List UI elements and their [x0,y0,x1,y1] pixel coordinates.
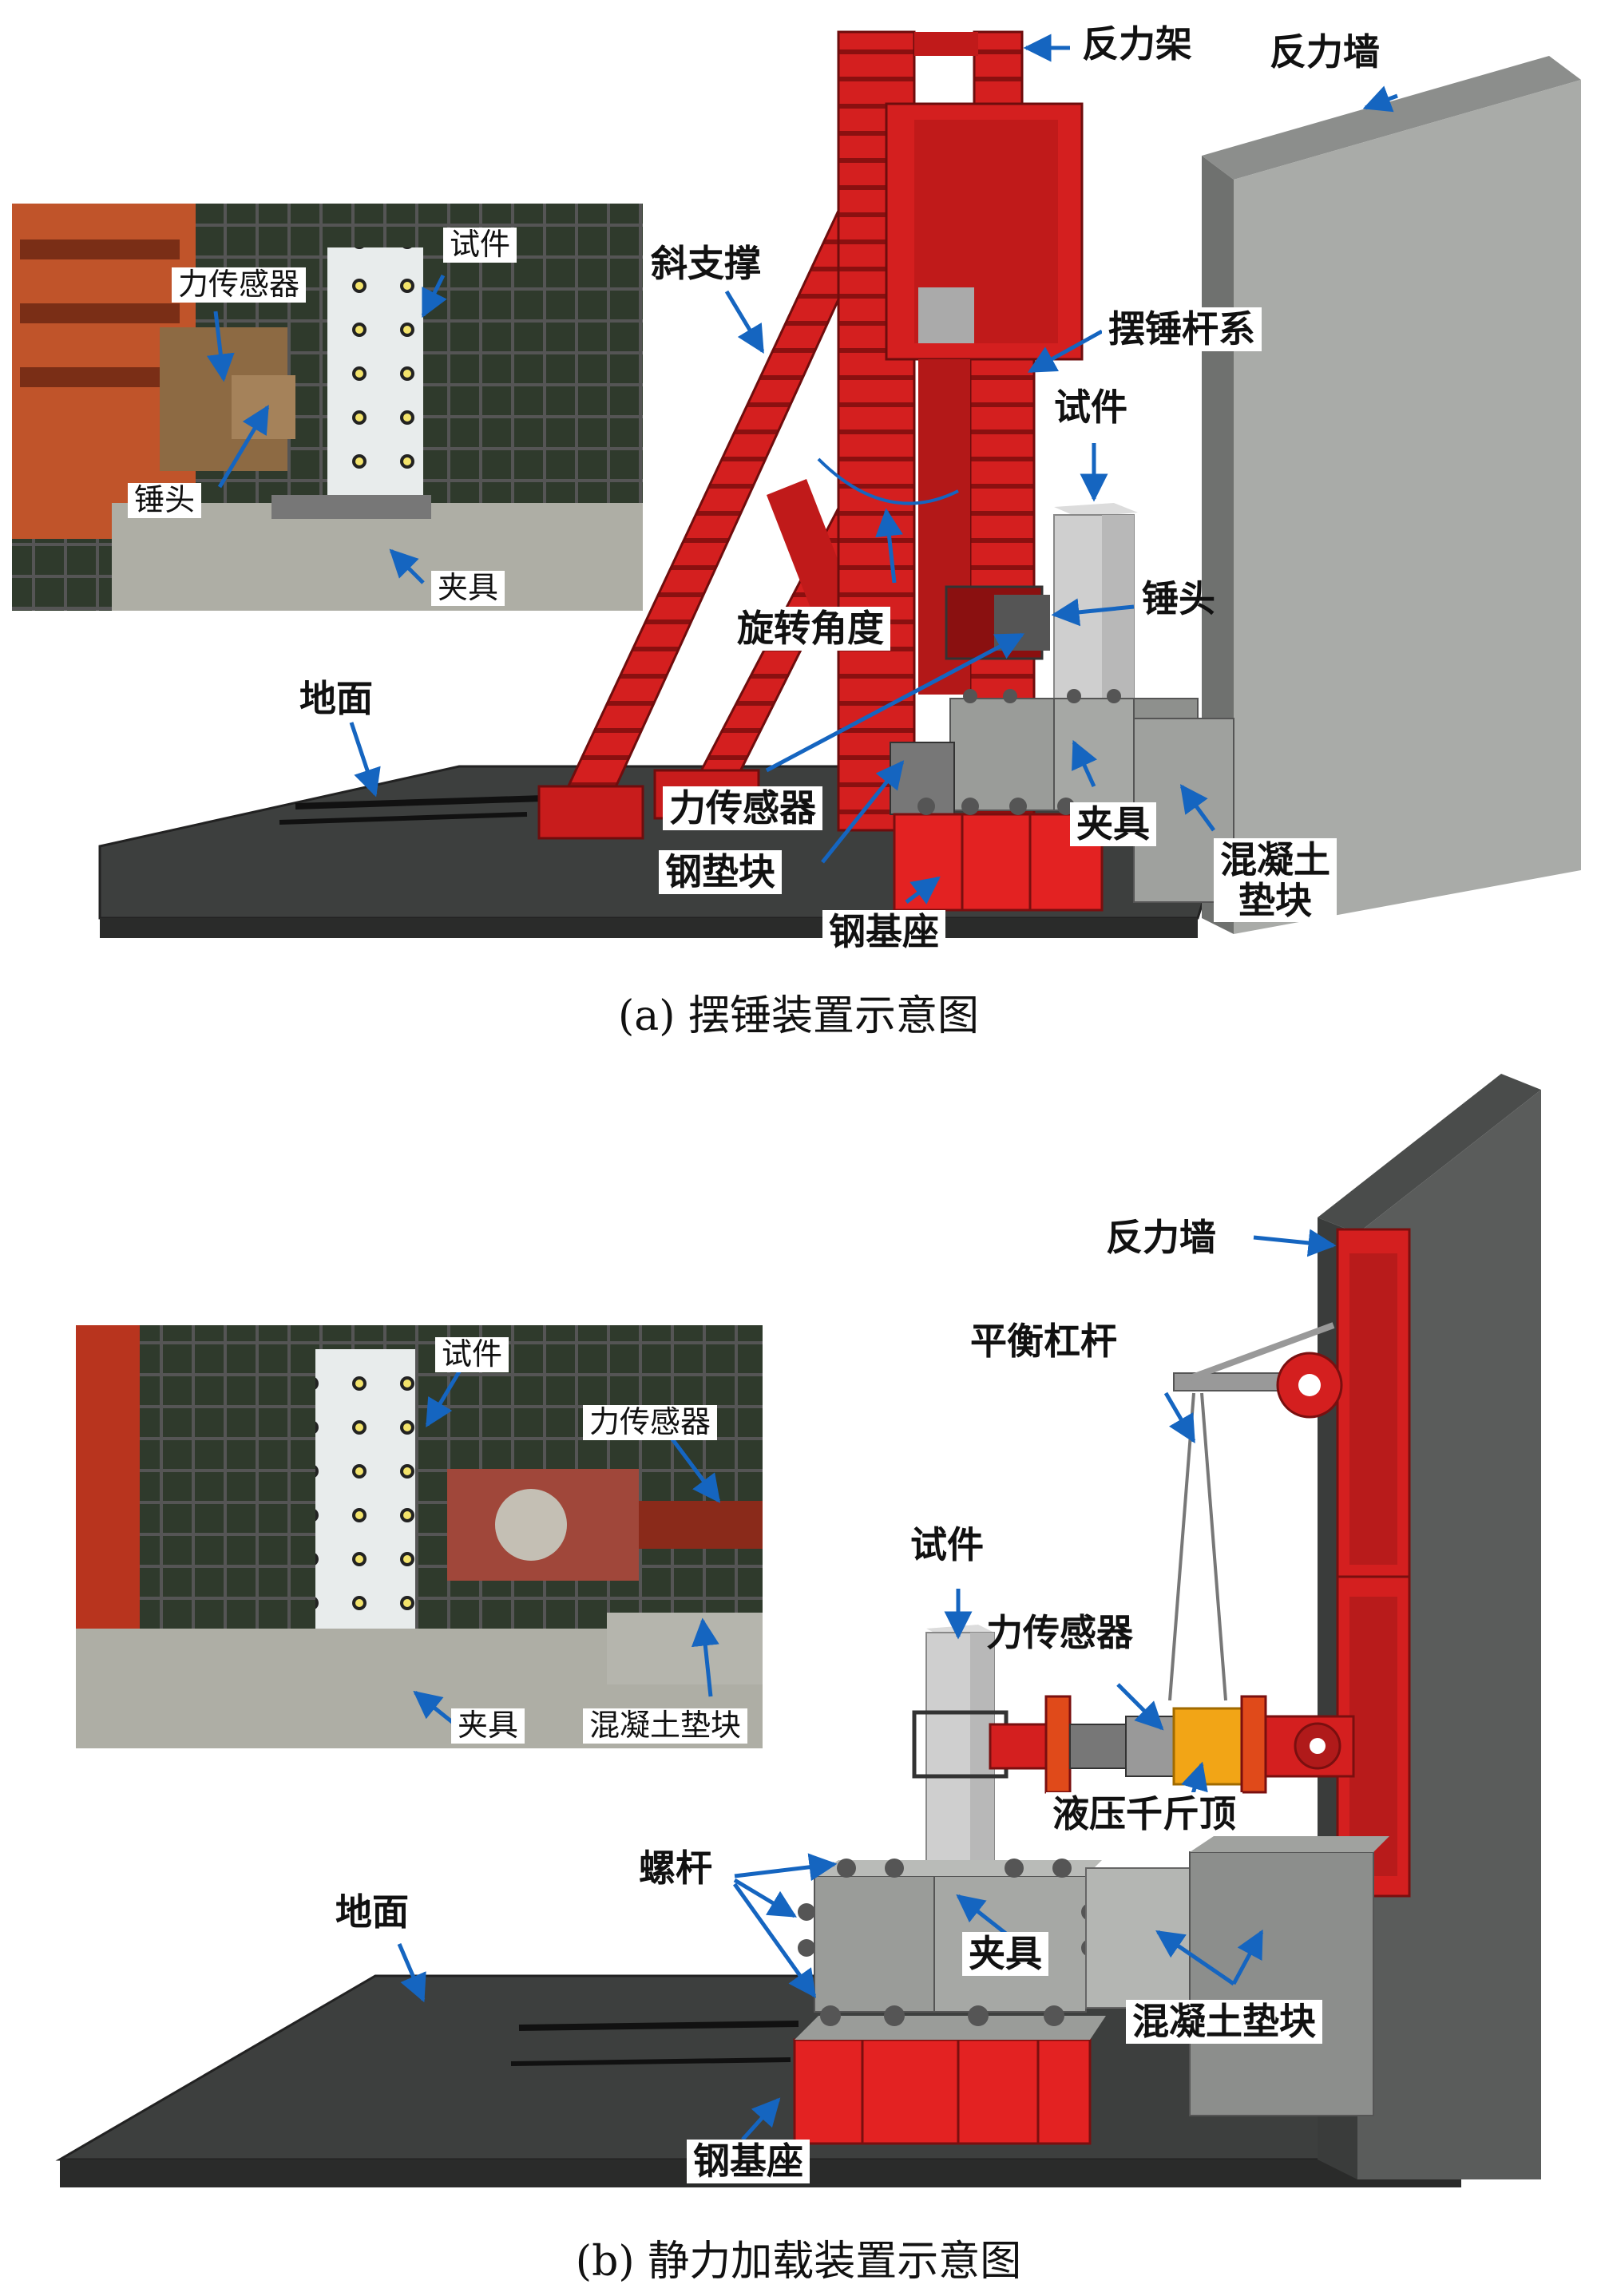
label-concrete-pad-a-line1: 混凝土 [1220,838,1330,881]
photo-b-label-specimen: 试件 [435,1337,509,1372]
specimen-a [1053,503,1138,707]
photo-b-label-concrete-pad: 混凝土垫块 [583,1708,748,1744]
caption-a: (a) 摆锤装置示意图 [617,992,980,1040]
photo-b-label-force-sensor: 力传感器 [583,1405,718,1440]
panel-b-photo [76,1325,763,1748]
label-concrete-pad-a: 混凝土 垫块 [1214,838,1337,923]
photo-b-label-clamp: 夹具 [451,1708,525,1744]
photo-a-label-specimen: 试件 [443,228,517,263]
label-concrete-pad-a-line2: 垫块 [1238,878,1312,922]
loading-train [989,1695,1355,1794]
label-ground-b: 地面 [335,1890,409,1934]
label-reaction-wall-a: 反力墙 [1270,30,1380,73]
label-force-sensor-b: 力传感器 [986,1611,1133,1654]
label-reaction-frame: 反力架 [1082,22,1192,65]
label-steel-base-a: 钢基座 [822,910,945,954]
reaction-frame [837,30,1084,840]
label-clamp-a: 夹具 [1070,802,1156,846]
label-concrete-pad-b: 混凝土垫块 [1126,2000,1322,2044]
panel-a-photo [12,204,643,611]
label-specimen-b: 试件 [910,1523,984,1566]
label-steel-base-b: 钢基座 [687,2140,810,2183]
label-diagonal-brace: 斜支撑 [651,242,761,285]
reaction-wall-a [1202,56,1581,934]
reaction-wall-b [1318,1074,1541,2179]
caption-b: (b) 静力加载装置示意图 [575,2238,1022,2286]
label-force-sensor-a: 力传感器 [663,786,822,830]
label-reaction-wall-b: 反力墙 [1106,1216,1216,1259]
balance-lever [1168,1322,1343,1701]
photo-a-label-clamp: 夹具 [431,571,505,606]
label-steel-pad: 钢垫块 [659,850,782,894]
concrete-pad-b [1085,1836,1389,2116]
label-hydraulic-jack: 液压千斤顶 [1046,1792,1242,1836]
label-ground-a: 地面 [299,677,373,720]
panel-b-scene [55,1074,1541,2187]
specimen-b [912,1625,1009,1881]
label-specimen-a: 试件 [1054,386,1127,429]
annotation-arrows [206,34,1398,2141]
photo-a-label-hammer-head: 锤头 [128,483,202,518]
label-clamp-b: 夹具 [962,1932,1048,1976]
label-hammer-head-a: 锤头 [1142,577,1215,620]
label-rotation-angle: 旋转角度 [731,607,890,651]
photo-a-label-force-sensor: 力传感器 [172,267,307,303]
steel-base-b [793,2005,1106,2145]
label-bolt: 螺杆 [639,1847,712,1890]
label-balance-lever: 平衡杠杆 [970,1320,1117,1363]
rotation-angle-arc [817,457,959,505]
clamp-blocks-b [798,1859,1102,2013]
label-pendulum-rod: 摆锤杆系 [1102,307,1262,351]
